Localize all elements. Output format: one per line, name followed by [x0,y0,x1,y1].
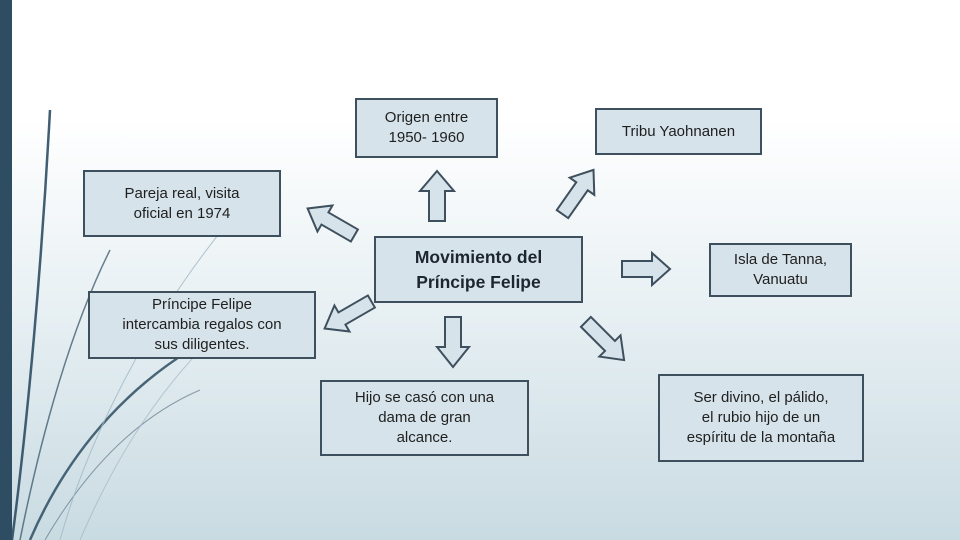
arrow-up-right-to-tribe [555,168,596,220]
arrow-down-right-to-divine [579,315,626,362]
origin-box: Origen entre 1950- 1960 [355,98,498,158]
arrow-down-to-son [434,316,472,369]
couple-box: Pareja real, visita oficial en 1974 [83,170,281,237]
couple-line-1: Pareja real, visita [124,184,240,202]
central-topic-line-2: Príncipe Felipe [416,271,541,292]
tribe-box: Tribu Yaohnanen [595,108,762,155]
central-topic-box: Movimiento del Príncipe Felipe [374,236,583,303]
island-line-2: Vanuatu [753,271,808,288]
island-box: Isla de Tanna, Vanuatu [709,243,852,297]
gifts-line-3: sus diligentes. [154,336,250,353]
central-topic-line-1: Movimiento del [414,246,543,267]
divine-line-3: espíritu de la montaña [686,429,836,446]
divine-line-1: Ser divino, el pálido, [693,389,829,406]
arrow-up-to-origin [417,169,457,222]
divine-line-2: el rubio hijo de un [701,409,821,426]
accent-bar [0,0,12,540]
gifts-line-2: intercambia regalos con [122,316,282,333]
tribe-line-1: Tribu Yaohnanen [621,122,736,140]
divine-box: Ser divino, el pálido, el rubio hijo de … [658,374,864,462]
gifts-line-1: Príncipe Felipe [151,296,253,313]
gifts-box: Príncipe Felipe intercambia regalos con … [88,291,316,359]
origin-line-2: 1950- 1960 [388,129,465,146]
son-line-3: alcance. [396,429,453,446]
origin-line-1: Origen entre [384,109,469,126]
couple-line-2: oficial en 1974 [133,204,231,222]
island-line-1: Isla de Tanna, [733,251,828,268]
son-line-2: dama de gran [378,409,471,426]
arrow-right-to-island [621,250,672,288]
son-line-1: Hijo se casó con una [354,389,495,406]
son-box: Hijo se casó con una dama de gran alcanc… [320,380,529,456]
arrow-down-left-to-gifts [323,294,377,333]
arrow-up-left-to-couple [306,204,360,243]
